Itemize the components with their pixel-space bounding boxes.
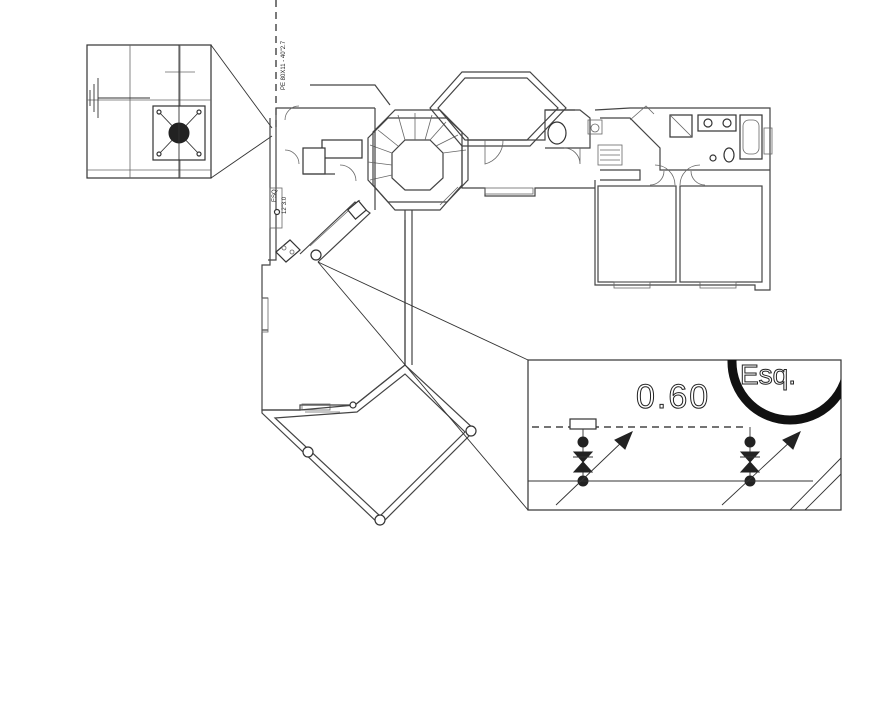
detail-corner-label: Esq. (740, 359, 796, 390)
riser-label: 12"3.0 (282, 196, 288, 214)
floor-plan: 12"3.0 ESQ (261, 71, 773, 526)
pipe-label: PE 80X11 - 40"2.7 (281, 40, 287, 90)
detail-dimension: 0.60 (636, 378, 710, 416)
arrow-icon (614, 430, 633, 450)
arrow-icon (782, 430, 801, 450)
detail-inset-left (86, 44, 212, 179)
tee-fitting-icon (569, 418, 597, 430)
riser-tag: ESQ (272, 189, 278, 202)
detail-inset-right: Esq. 0.60 (527, 359, 842, 511)
gas-riser-marker-icon (310, 249, 322, 261)
